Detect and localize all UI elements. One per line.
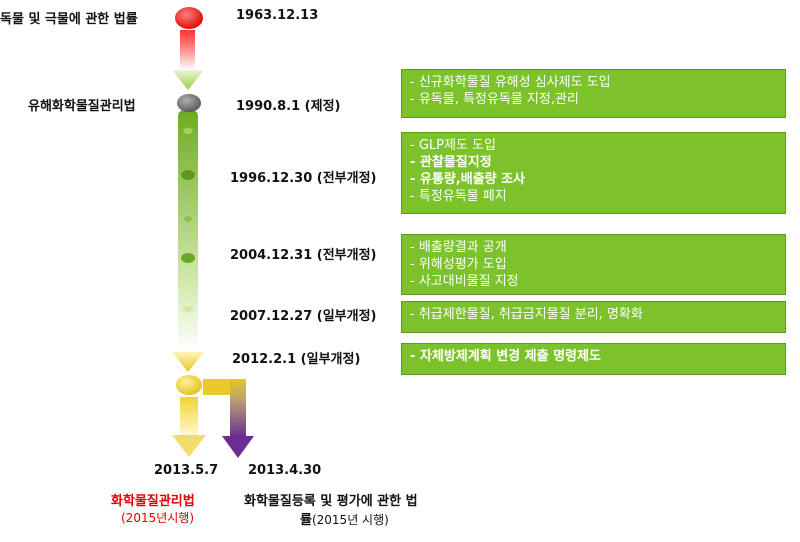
outcome-right-law: 화학물질등록 및 평가에 관한 법 xyxy=(244,494,418,509)
outcome-right-law-continued: 률 xyxy=(300,513,312,528)
gray-ball xyxy=(177,94,201,112)
milestone-box-1996: - GLP제도 도입 - 관찰물질지정 - 유통량,배출량 조사 - 특정유독물… xyxy=(401,132,786,214)
outcome-left-law: 화학물질관리법 xyxy=(111,494,195,509)
outcome-right-note: (2015년 시행) xyxy=(311,513,389,527)
outcome-right-line2: 률(2015년 시행) xyxy=(300,509,389,528)
yellow-ball xyxy=(176,375,202,395)
milestone-item: - 위해성평가 도입 xyxy=(410,257,507,272)
arrow-down-icon xyxy=(172,435,206,457)
origin-date: 1963.12.13 xyxy=(236,8,319,23)
red-ball xyxy=(175,7,203,29)
outcome-right-date: 2013.4.30 xyxy=(248,463,322,478)
arrow-down-icon xyxy=(222,436,254,458)
milestone-item: - 유통량,배출량 조사 xyxy=(410,172,526,187)
timeline-node xyxy=(181,170,195,180)
milestone-item: - 관찰물질지정 xyxy=(410,155,492,170)
arrow-down-icon xyxy=(172,70,204,90)
origin-law: 독물 및 극물에 관한 법률 xyxy=(0,12,138,27)
milestone-item: - 특정유독물 폐지 xyxy=(410,189,507,204)
yellow-branch-bar xyxy=(180,397,198,435)
green-timeline-bar xyxy=(178,110,198,350)
milestone-item: - 유독물, 특정유독물 지정,관리 xyxy=(410,92,579,107)
milestone-item: - 신규화학물질 유해성 심사제도 도입 xyxy=(410,75,611,90)
timeline-node xyxy=(183,306,193,312)
milestone-box-2012: - 자체방제계획 변경 제출 명령제도 xyxy=(401,343,786,375)
milestone-date: 2004.12.31 (전부개정) xyxy=(230,248,377,263)
milestone-box-2007: - 취급제한물질, 취급금지물질 분리, 명확화 xyxy=(401,301,786,333)
red-connector xyxy=(180,30,195,70)
timeline-node xyxy=(181,253,195,263)
milestone-item: - GLP제도 도입 xyxy=(410,138,496,153)
timeline-node xyxy=(184,216,192,222)
arrow-down-icon xyxy=(172,352,204,372)
milestone-date: 1996.12.30 (전부개정) xyxy=(230,171,377,186)
milestone-box-2004: - 배출량결과 공개 - 위해성평가 도입 - 사고대비물질 지정 xyxy=(401,234,786,295)
milestone-date: 1990.8.1 (제정) xyxy=(236,99,341,114)
milestone-item: - 자체방제계획 변경 제출 명령제도 xyxy=(410,349,601,364)
milestone-item: - 취급제한물질, 취급금지물질 분리, 명확화 xyxy=(410,307,643,322)
law-1990: 유해화학물질관리법 xyxy=(28,99,136,114)
milestone-date: 2012.2.1 (일부개정) xyxy=(232,352,361,367)
timeline-node xyxy=(183,128,193,134)
outcome-left-note: (2015년시행) xyxy=(121,511,195,525)
milestone-date: 2007.12.27 (일부개정) xyxy=(230,309,377,324)
purple-branch-bar xyxy=(230,379,246,437)
outcome-left-date: 2013.5.7 xyxy=(154,463,219,478)
milestone-item: - 사고대비물질 지정 xyxy=(410,274,519,289)
milestone-item: - 배출량결과 공개 xyxy=(410,240,507,255)
milestone-box-1990: - 신규화학물질 유해성 심사제도 도입 - 유독물, 특정유독물 지정,관리 xyxy=(401,69,786,118)
